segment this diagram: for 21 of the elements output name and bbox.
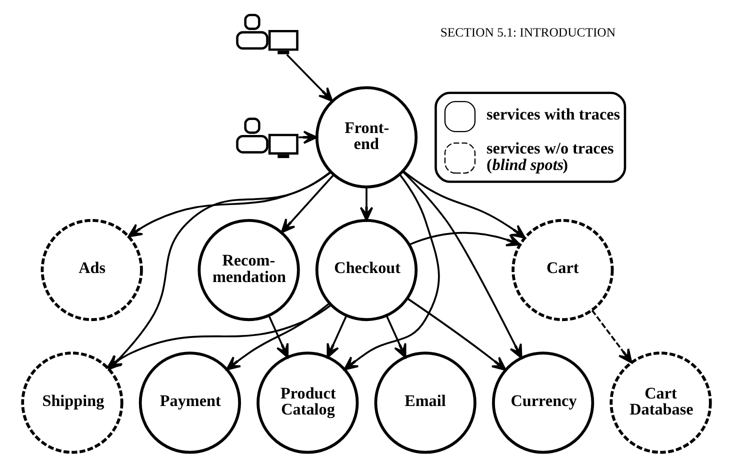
arrow <box>402 170 522 359</box>
arrow <box>344 174 440 370</box>
node-circle: Checkout <box>315 218 418 322</box>
legend-label: services w/o traces (blind spots) <box>486 140 614 174</box>
label: SECTION 5.1: INTRODUCTION <box>440 26 616 40</box>
arrow <box>402 170 526 239</box>
arrow <box>128 171 332 238</box>
arrow <box>591 310 632 364</box>
arrow <box>360 187 374 222</box>
arrow <box>226 302 330 370</box>
arrow <box>286 54 333 102</box>
arrow <box>409 232 521 246</box>
arrow <box>268 315 289 358</box>
arrow <box>326 315 348 358</box>
arrow <box>386 315 406 358</box>
node-circle: Cart <box>512 218 614 322</box>
arrow <box>280 174 334 234</box>
node-circle: Cart Database <box>610 352 712 454</box>
arrow <box>406 298 506 371</box>
node-circle: Email <box>374 352 476 454</box>
legend-label: services with traces <box>486 106 620 124</box>
